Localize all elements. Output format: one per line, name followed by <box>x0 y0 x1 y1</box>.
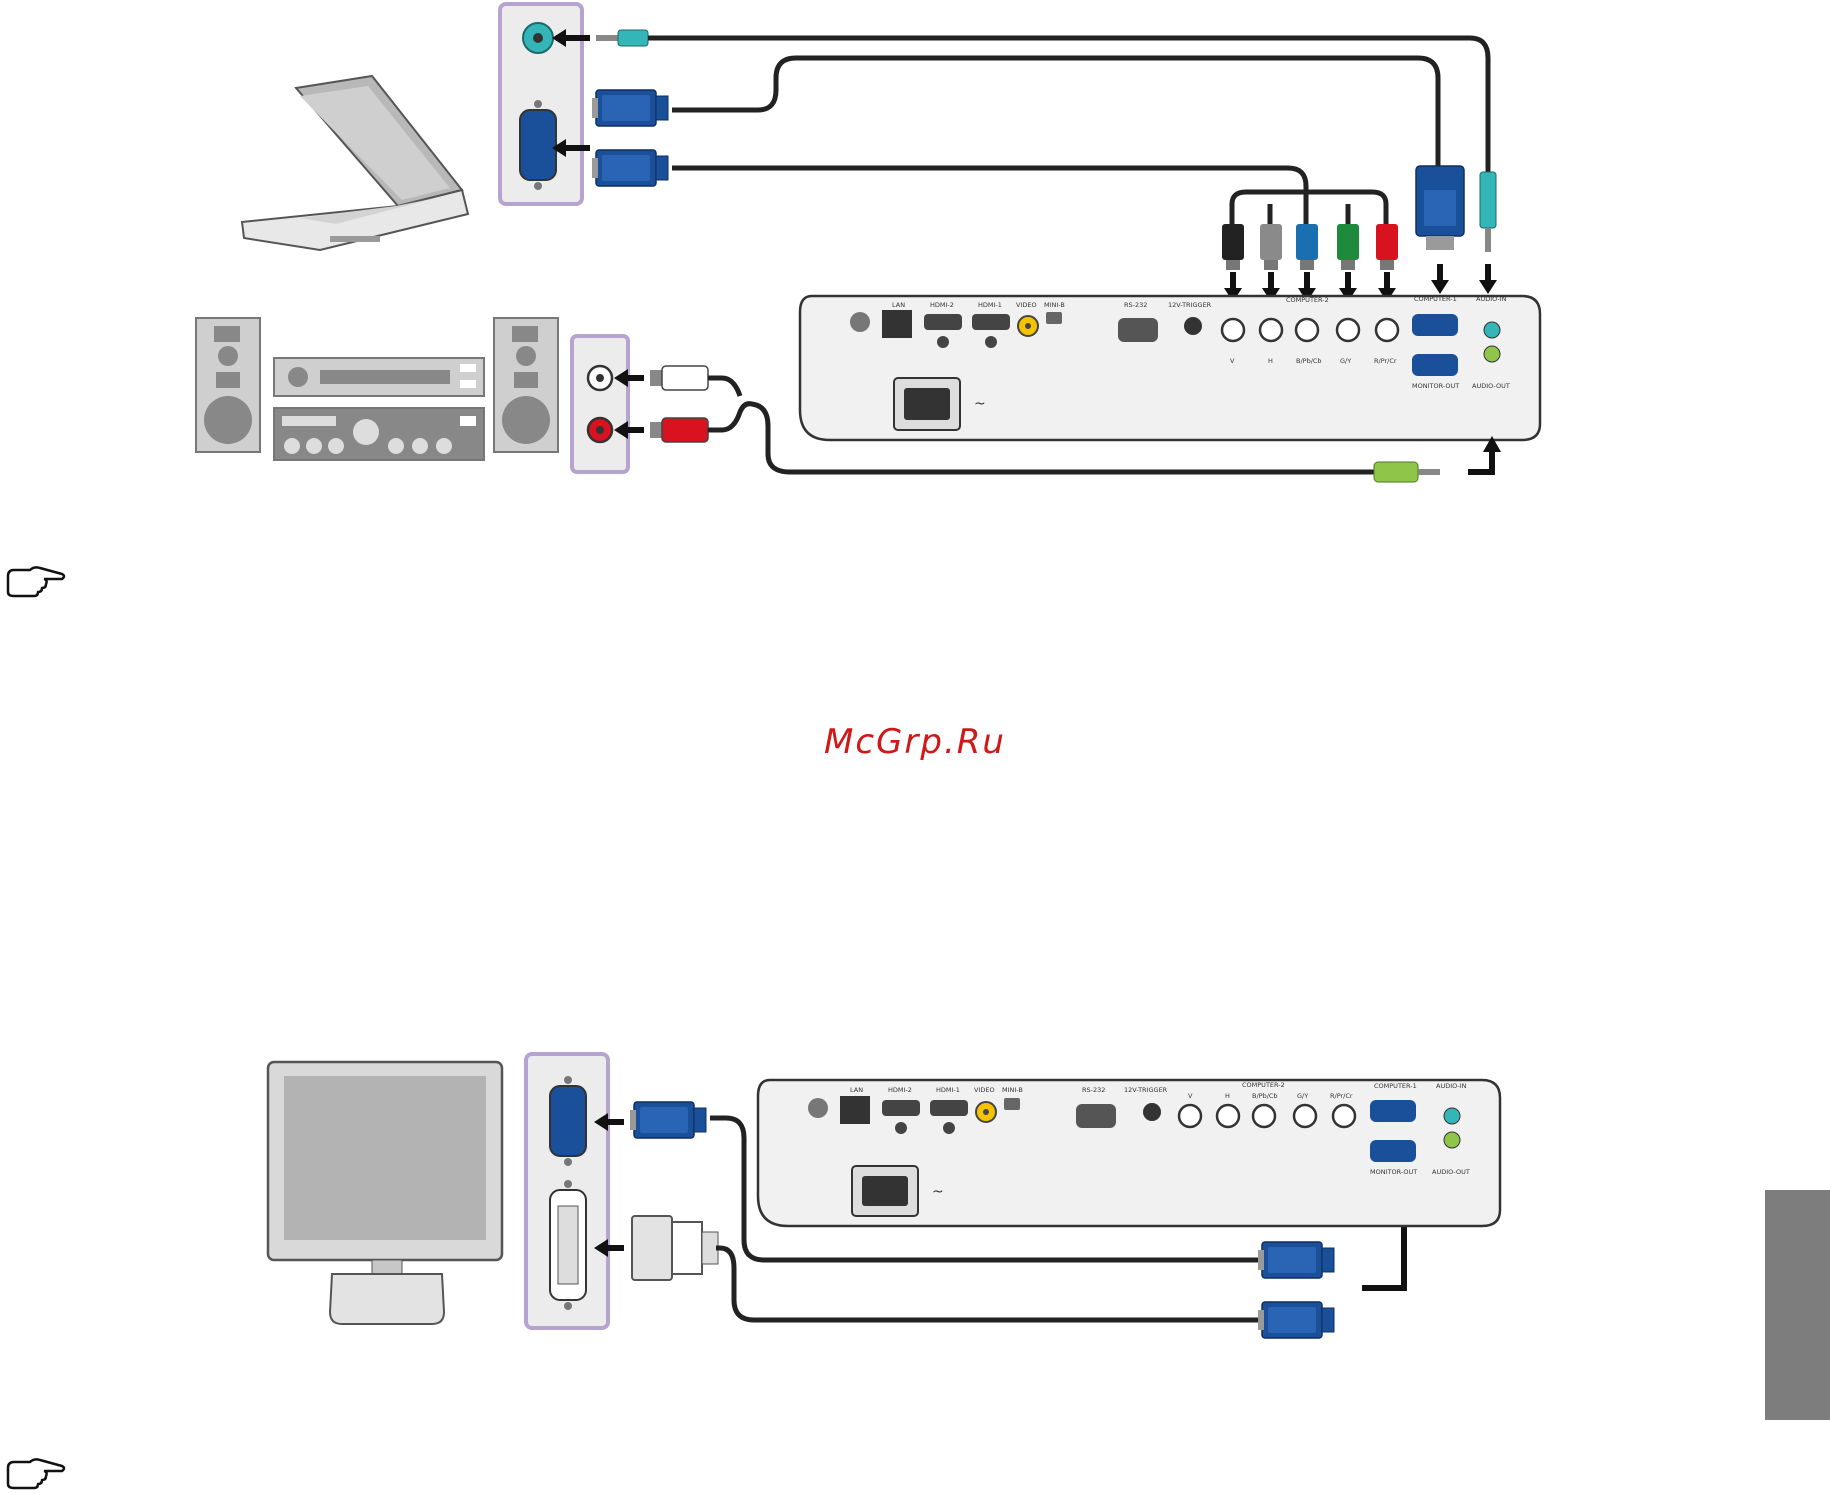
label-hdmi1: HDMI-1 <box>978 301 1002 309</box>
label-computer1-b: COMPUTER-1 <box>1374 1082 1417 1090</box>
bottom-diagram: ~ LAN HDMI-2 HDMI-1 VIDEO MINI-B RS-232 … <box>268 1054 1500 1338</box>
cable-vga-1 <box>672 58 1438 166</box>
label-video: VIDEO <box>1016 301 1037 309</box>
monitor-illustration <box>268 1062 502 1324</box>
label-mini-b: MINI-B <box>1044 301 1065 309</box>
audio-port-panel <box>572 336 628 472</box>
label-bpb-b: B/Pb/Cb <box>1252 1092 1278 1100</box>
cable-vga-2 <box>672 168 1306 190</box>
label-audio-in: AUDIO-IN <box>1476 295 1507 303</box>
top-diagram: ~ LAN HDMI-2 HDMI-1 VIDEO MINI-B RS-232 … <box>196 4 1540 482</box>
label-v: V <box>1230 357 1235 365</box>
vga-plug-out-1 <box>1258 1242 1334 1278</box>
label-hdmi2: HDMI-2 <box>930 301 954 309</box>
pointing-hand-icon <box>4 564 68 600</box>
side-tab <box>1765 1190 1830 1420</box>
vga-plug-out-2 <box>1258 1302 1334 1338</box>
label-ac: ~ <box>974 396 986 412</box>
label-hdmi2-b: HDMI-2 <box>888 1086 912 1094</box>
label-ac-b: ~ <box>932 1184 944 1200</box>
vga-plug-1 <box>592 90 668 126</box>
label-audio-in-b: AUDIO-IN <box>1436 1082 1467 1090</box>
pointing-hand-icon <box>4 1456 68 1490</box>
label-lan: LAN <box>892 301 905 309</box>
label-computer1: COMPUTER-1 <box>1414 295 1457 303</box>
vga-plug-monitor <box>630 1102 706 1138</box>
dvi-adapter <box>632 1216 718 1280</box>
label-h-b: H <box>1225 1092 1230 1100</box>
projector-rear-panel-bottom: ~ LAN HDMI-2 HDMI-1 VIDEO MINI-B RS-232 … <box>758 1080 1500 1226</box>
monitor-port-panel <box>526 1054 608 1328</box>
vga-port <box>520 110 556 180</box>
label-12v-trigger-b: 12V-TRIGGER <box>1124 1086 1168 1094</box>
label-gy: G/Y <box>1340 357 1351 365</box>
audio-plug-audio-in <box>1480 172 1496 252</box>
label-gy-b: G/Y <box>1297 1092 1308 1100</box>
audio-plug-cyan <box>596 30 648 46</box>
watermark-text: McGrp.Ru <box>0 722 1830 762</box>
label-mini-b-b: MINI-B <box>1002 1086 1023 1094</box>
label-monitor-out-b: MONITOR-OUT <box>1370 1168 1417 1176</box>
component-cable-bundle <box>1232 192 1386 226</box>
label-h: H <box>1268 357 1273 365</box>
label-lan-b: LAN <box>850 1086 863 1094</box>
label-v-b: V <box>1188 1092 1193 1100</box>
label-12v-trigger: 12V-TRIGGER <box>1168 301 1212 309</box>
label-audio-out: AUDIO-OUT <box>1472 382 1510 390</box>
rca-plugs <box>650 366 708 442</box>
label-rs232-b: RS-232 <box>1082 1086 1105 1094</box>
label-rpr: R/Pr/Cr <box>1374 357 1397 365</box>
laptop-illustration <box>242 76 468 250</box>
label-video-b: VIDEO <box>974 1086 995 1094</box>
label-audio-out-b: AUDIO-OUT <box>1432 1168 1470 1176</box>
label-computer2: COMPUTER-2 <box>1286 296 1329 304</box>
vga-plug-computer1 <box>1416 166 1464 250</box>
audio-plug-green <box>1374 462 1440 482</box>
component-plugs <box>1222 224 1398 270</box>
label-monitor-out: MONITOR-OUT <box>1412 382 1459 390</box>
vga-plug-2 <box>592 150 668 186</box>
arrow-monitor-out <box>1362 1222 1404 1288</box>
audio-system-illustration <box>196 318 558 460</box>
label-bpb: B/Pb/Cb <box>1296 357 1322 365</box>
label-rpr-b: R/Pr/Cr <box>1330 1092 1353 1100</box>
label-computer2-b: COMPUTER-2 <box>1242 1081 1285 1089</box>
projector-rear-panel-top: ~ LAN HDMI-2 HDMI-1 VIDEO MINI-B RS-232 … <box>800 295 1540 440</box>
laptop-port-panel <box>500 4 582 204</box>
label-hdmi1-b: HDMI-1 <box>936 1086 960 1094</box>
label-rs232: RS-232 <box>1124 301 1147 309</box>
